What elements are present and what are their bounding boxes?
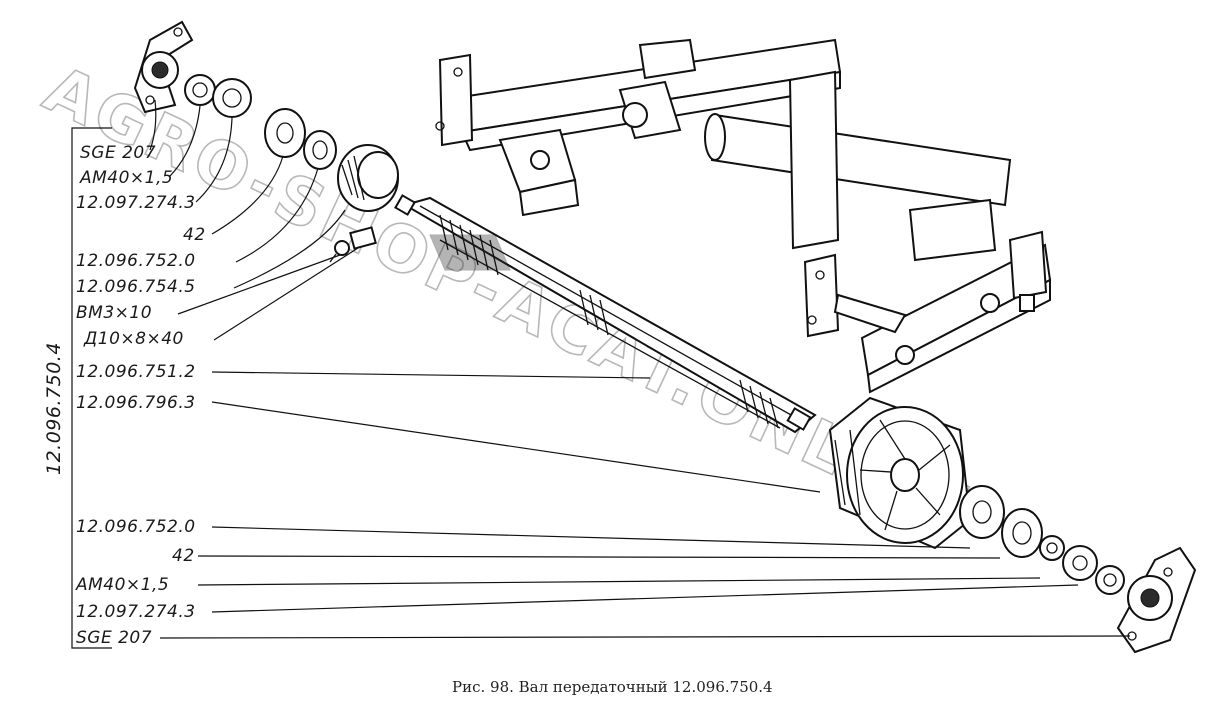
- labels-bottom: 12.096.752.0 42 АМ40×1,5 12.097.274.3 SG…: [75, 517, 196, 648]
- labels-top: SGE 207 АМ40×1,5 12.097.274.3 42 12.096.…: [76, 143, 206, 413]
- disc-42-bottom: [959, 485, 1005, 539]
- label-d10x8x40: Д10×8×40: [83, 329, 184, 349]
- label-12096752-bottom: 12.096.752.0: [76, 517, 196, 537]
- shaft: [394, 194, 817, 434]
- key-and-screw: [329, 226, 377, 263]
- leader-lines: [149, 99, 1131, 639]
- lock-washer-top: [212, 78, 252, 118]
- bearing-housing-top: [133, 20, 194, 114]
- label-12096751: 12.096.751.2: [76, 362, 196, 382]
- sprocket-small: [337, 144, 399, 212]
- lock-nut-top: [184, 74, 216, 106]
- lock-nut-bottom: [1039, 535, 1065, 561]
- label-42-top: 42: [183, 225, 206, 245]
- label-am40-bottom: АМ40×1,5: [75, 575, 169, 595]
- rotor-wheel: [828, 396, 972, 550]
- label-12097274-top: 12.097.274.3: [76, 193, 196, 213]
- lock-washer-bottom: [1062, 545, 1098, 581]
- frame-assembly: [435, 38, 1052, 394]
- assembly-label: 12.096.750.4: [43, 342, 65, 475]
- label-42-bottom: 42: [172, 546, 195, 566]
- assembly-bracket: [71, 127, 112, 649]
- nut-bottom: [1095, 565, 1125, 595]
- disc-42-top: [264, 108, 306, 158]
- figure-caption: Рис. 98. Вал передаточный 12.096.750.4: [452, 678, 773, 696]
- label-sge207-bottom: SGE 207: [76, 628, 152, 648]
- label-am40-top: АМ40×1,5: [79, 168, 173, 188]
- label-sge207-top: SGE 207: [80, 143, 156, 163]
- bushing-top: [303, 130, 337, 170]
- label-vm3x10: ВМ3×10: [76, 303, 152, 323]
- label-12096754: 12.096.754.5: [76, 277, 196, 297]
- label-12096796: 12.096.796.3: [76, 393, 196, 413]
- shaft-splines: [439, 214, 779, 429]
- bushing-bottom: [1001, 508, 1043, 558]
- label-12097274-bottom: 12.097.274.3: [76, 602, 196, 622]
- label-12096752-top: 12.096.752.0: [76, 251, 196, 271]
